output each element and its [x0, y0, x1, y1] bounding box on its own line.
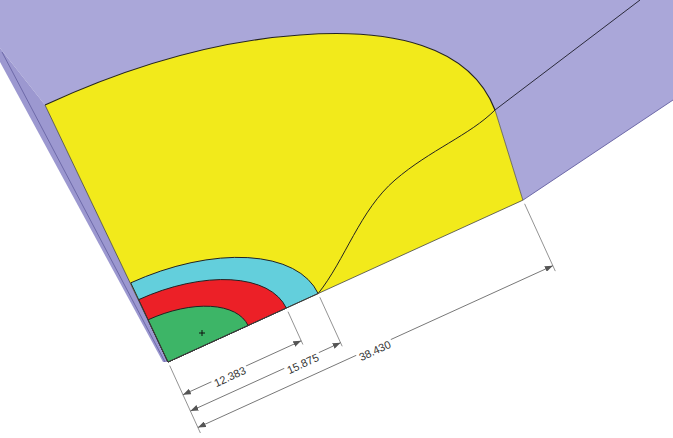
- extension-lines: [170, 204, 556, 433]
- red-band: [139, 246, 287, 362]
- band-group: [131, 214, 318, 362]
- left-edge: [45, 105, 168, 362]
- dimension-value: 38.430: [356, 337, 396, 364]
- region-outline: [495, 110, 523, 200]
- body-edge-line: [495, 0, 640, 110]
- body-edge-line: [523, 100, 673, 200]
- dimension-lines: [183, 266, 553, 428]
- green-core: [148, 283, 248, 362]
- center-mark: [199, 330, 205, 336]
- cyan-band: [131, 214, 318, 362]
- region-outline: [45, 34, 495, 110]
- yellow-region: [45, 34, 523, 362]
- base-edge: [168, 200, 523, 362]
- transition-curve: [318, 110, 495, 294]
